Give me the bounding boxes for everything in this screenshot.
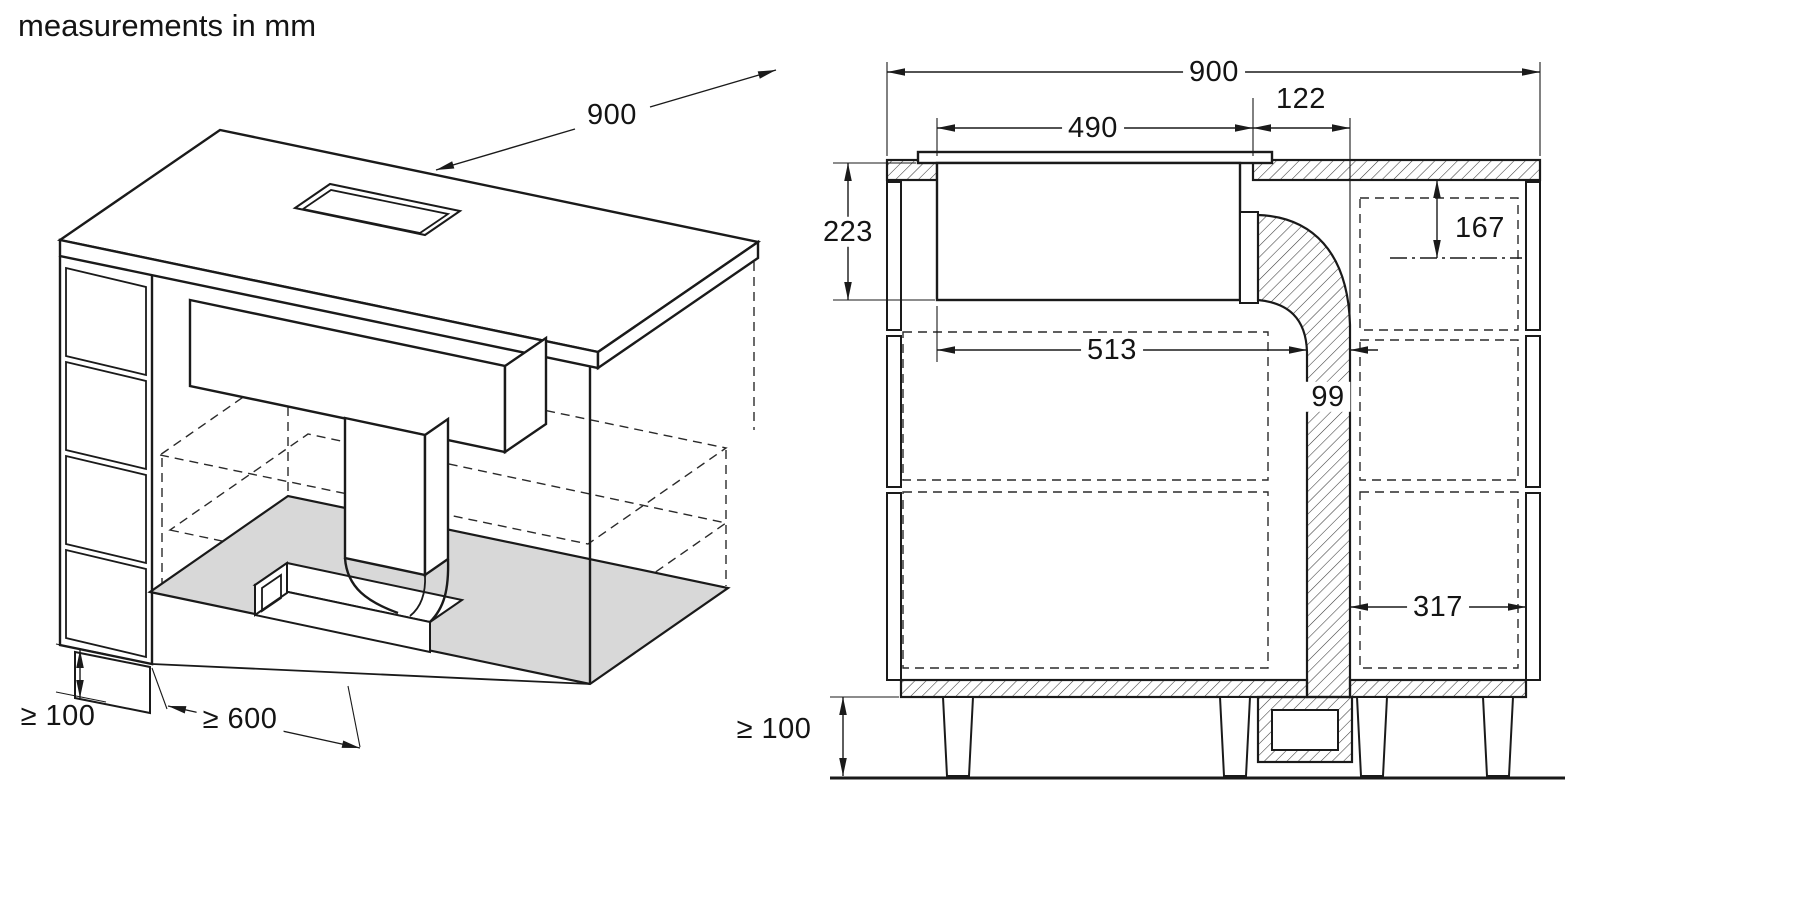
dim-section-cutout-to-duct-lines xyxy=(1253,118,1351,332)
section-bottom-panel xyxy=(899,678,1528,699)
hob-box-iso xyxy=(188,298,548,455)
hob-top-plate xyxy=(916,150,1274,165)
vent-grille xyxy=(292,182,463,237)
dim-iso-cabinet-width-min: ≥ 600 xyxy=(196,703,284,734)
duct-transition-box xyxy=(1256,695,1354,764)
dim-iso-plinth-height: ≥ 100 xyxy=(20,699,96,732)
duct-section xyxy=(1256,213,1352,699)
drawer-front xyxy=(65,266,147,377)
dim-section-duct-width: 99 xyxy=(1305,381,1351,412)
duct-vertical-iso xyxy=(343,416,450,578)
dim-section-plinth-height: ≥ 100 xyxy=(736,712,812,745)
section-view xyxy=(830,62,1565,780)
drawer-front xyxy=(65,548,147,659)
drawer-front xyxy=(65,360,147,471)
page-title: measurements in mm xyxy=(18,8,317,43)
dim-iso-plinth-lines xyxy=(55,643,107,703)
dim-section-base-width: 513 xyxy=(1081,334,1143,365)
dim-iso-hob-width-lines xyxy=(435,69,777,171)
dim-section-cutout-to-duct: 122 xyxy=(1276,82,1326,115)
cabinet-floor-panel xyxy=(147,494,731,686)
isometric-view xyxy=(55,69,777,749)
floor-duct-channel xyxy=(252,557,465,654)
dim-section-plinth-lines xyxy=(830,696,899,776)
drawer-front xyxy=(65,454,147,565)
dim-section-cutout-width: 490 xyxy=(1062,112,1124,143)
hob-box-section xyxy=(935,161,1242,302)
duct-elbow xyxy=(343,557,399,615)
section-dashed-compartments xyxy=(902,197,1519,669)
cabinet-open-frame xyxy=(151,366,592,685)
dim-section-total-width: 900 xyxy=(1183,56,1245,87)
countertop-iso xyxy=(57,128,761,371)
duct-flange xyxy=(1239,211,1259,304)
plinth-panel xyxy=(74,650,151,715)
drawer-unit xyxy=(58,256,154,715)
dim-section-duct-outlet-center: 167 xyxy=(1449,212,1511,243)
dim-iso-hob-width: 900 xyxy=(587,98,637,131)
dim-section-box-depth: 223 xyxy=(817,216,879,247)
dim-section-duct-to-side: 317 xyxy=(1407,591,1469,622)
cabinet-feet xyxy=(941,696,1515,777)
section-side-walls xyxy=(886,181,1541,681)
